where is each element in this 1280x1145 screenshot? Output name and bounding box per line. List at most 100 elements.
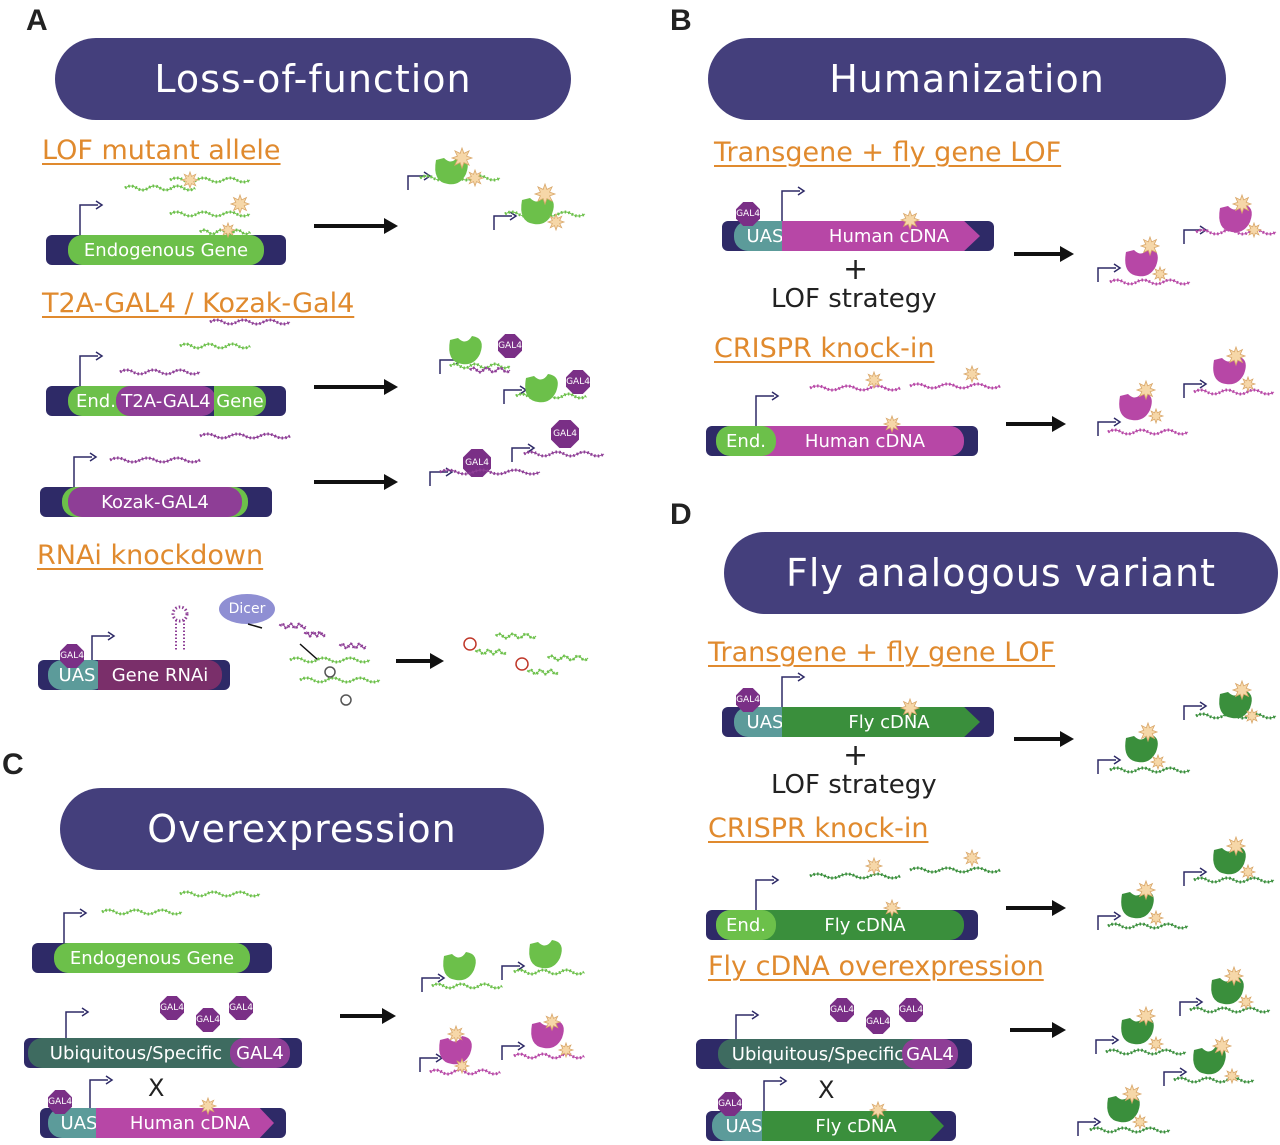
protein-shape (449, 336, 482, 365)
mrna-backbone (1109, 279, 1191, 285)
mrna-backbone (439, 469, 541, 475)
mutation-star (1211, 1035, 1233, 1057)
mrna-strand (449, 362, 511, 370)
promoter-arrow-head (1199, 225, 1208, 235)
mrna-strand (494, 632, 538, 640)
mrna-strand (169, 210, 251, 218)
promoter-arrow (503, 389, 522, 404)
mrna-strand (809, 384, 901, 392)
protein-shape (435, 156, 468, 185)
panel-b-letter: B (670, 4, 692, 37)
mrna-backbone (169, 211, 251, 217)
promoter-arrow (755, 879, 774, 910)
lof-strategy-label: LOF strategy (771, 284, 937, 314)
gal4-segment: GAL4 (230, 1038, 290, 1068)
promoter-arrow-head (1113, 417, 1122, 427)
t2a-gal4-segment: T2A-GAL4 (116, 386, 216, 416)
mrna-backbone (179, 891, 261, 897)
dna-bar-c-ubiq: Ubiquitous/Specific GAL4 (24, 1038, 302, 1068)
promoter-arrow (501, 965, 520, 980)
process-arrow-head (384, 379, 398, 395)
mrna-backbone (1173, 1077, 1255, 1083)
promoter-arrow (421, 977, 440, 992)
mrna-backbone (469, 367, 511, 373)
dna-bar-d-uas: UAS Fly cDNA (722, 707, 994, 737)
mrna-backbone (809, 873, 901, 879)
promoter-arrow-head (79, 908, 88, 918)
mrna-strand (179, 342, 251, 350)
promoter-arrow-head (1195, 997, 1204, 1007)
mrna-backbone (1193, 389, 1275, 395)
promoter-arrow (493, 215, 512, 230)
sirna-arrow (299, 643, 319, 661)
promoter-arrow-head (1113, 755, 1122, 765)
gal4-badge: GAL4 (60, 644, 84, 668)
protein-shape (1121, 890, 1154, 919)
promoter-arrow-head (107, 631, 116, 641)
mutation-star (1237, 993, 1255, 1011)
protein-shape (1213, 356, 1246, 385)
dna-bar-d-uas2: UAS Fly cDNA (706, 1111, 956, 1141)
mrna-backbone (1109, 767, 1191, 773)
protein-shape (443, 952, 476, 981)
mrna-strand (199, 432, 291, 440)
promoter-arrow-head (445, 467, 454, 477)
gal4-badge: GAL4 (229, 996, 253, 1020)
promoter-arrow-head (1093, 1117, 1102, 1127)
mrna-strand (1193, 388, 1275, 396)
mrna-strand (1107, 922, 1189, 930)
gal4-badge: GAL4 (463, 449, 491, 477)
promoter-arrow-head (509, 211, 518, 221)
gal4-badge: GAL4 (551, 420, 579, 448)
promoter-arrow-head (779, 1076, 788, 1086)
promoter-arrow (65, 1011, 84, 1038)
process-arrow-head (384, 218, 398, 234)
promoter-arrow-head (437, 973, 446, 983)
panel-a-rnai-title: RNAi knockdown (37, 540, 264, 571)
mutation-star (446, 1024, 466, 1044)
mrna-strand (809, 872, 901, 880)
mrna-strand (474, 648, 508, 656)
mrna-backbone (1189, 1007, 1271, 1013)
promoter-arrow-head (771, 875, 780, 885)
protein-shape (439, 1036, 472, 1065)
panel-a-letter: A (26, 4, 48, 37)
end-segment: End. (716, 910, 776, 940)
mrna-strand (299, 676, 381, 684)
mrna-strand (504, 210, 586, 218)
mrna-strand (419, 174, 501, 182)
gene-rnai-segment: Gene RNAi (98, 660, 222, 690)
mrna-strand (1107, 428, 1189, 436)
promoter-arrow (1179, 1001, 1198, 1016)
mutation-star (1223, 965, 1245, 987)
mrna-backbone (1107, 923, 1189, 929)
panel-b-banner: Humanization (708, 38, 1226, 120)
mrna-strand (198, 228, 252, 236)
mrna-strand (1109, 766, 1191, 774)
end-segment: End. (716, 426, 776, 456)
mrna-backbone (199, 229, 251, 235)
mutation-star (1151, 265, 1169, 283)
panel-a-t2a-title: T2A-GAL4 / Kozak-Gal4 (42, 288, 355, 319)
mrna-backbone (431, 983, 503, 989)
mutation-star (1147, 1035, 1165, 1053)
promoter-arrow-head (797, 672, 806, 682)
mutation-star (864, 370, 884, 390)
shrna-stem (175, 620, 185, 650)
mrna-backbone (449, 363, 511, 369)
protein-shape (521, 196, 554, 225)
mutation-star (1245, 221, 1263, 239)
mrna-backbone (419, 175, 501, 181)
cross-symbol: X (818, 1076, 835, 1104)
process-arrow-head (1052, 416, 1066, 432)
panel-b-crispr-title: CRISPR knock-in (714, 333, 935, 364)
promoter-arrow-head (1199, 867, 1208, 877)
mrna-strand (546, 654, 590, 662)
mrna-backbone (209, 319, 291, 325)
mrna-strand (124, 184, 196, 192)
plus-sign: + (843, 738, 869, 773)
promoter-arrow-head (435, 1053, 444, 1063)
gal4-badge: GAL4 (196, 1008, 220, 1032)
promoter-arrow (781, 676, 800, 707)
